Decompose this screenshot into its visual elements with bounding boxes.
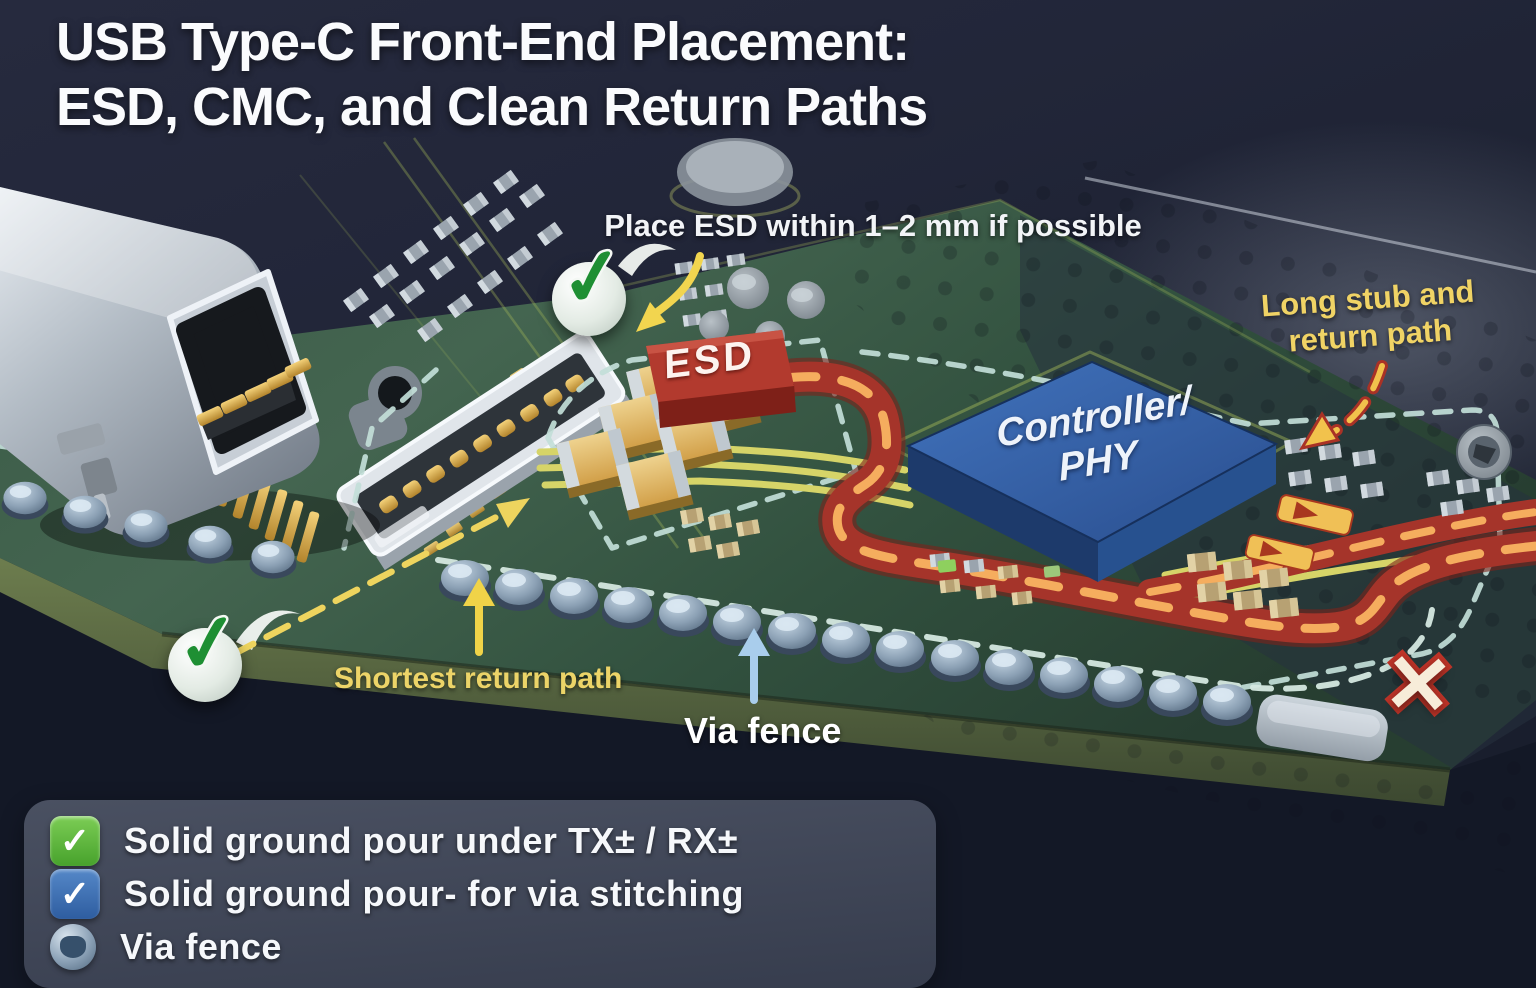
connector-footprint — [336, 332, 635, 571]
test-point — [1456, 424, 1512, 480]
edge-pad — [1256, 694, 1388, 762]
shortest-return-arrow — [463, 578, 495, 656]
blue-check-icon: ✓ — [50, 868, 100, 919]
via-fence-arrow — [738, 628, 770, 704]
usb-c-connector — [0, 187, 380, 564]
smd-clusters-right — [679, 437, 1510, 619]
return-path-ok-checkmark: ✓ — [168, 592, 250, 702]
swoosh-decoration — [236, 243, 676, 650]
controller-phy-chip — [905, 360, 1279, 582]
shortest-return-dashed-line — [228, 498, 530, 659]
legend-panel: ✓ Solid ground pour under TX± / RX± ✓ So… — [24, 800, 936, 988]
via-fence-callout: Via fence — [684, 710, 842, 751]
place-esd-callout: Place ESD within 1–2 mm if possible — [604, 208, 1142, 243]
legend-row-ground-pour-tx-rx: ✓ Solid ground pour under TX± / RX± — [50, 814, 910, 867]
highlighted-return-path — [767, 357, 1536, 648]
legend-row-via-fence: Via fence — [50, 921, 910, 974]
stub-pads — [1244, 494, 1354, 572]
via-fence-outline-dashes — [435, 557, 1435, 692]
title-line-2: ESD, CMC, and Clean Return Paths — [56, 76, 928, 137]
legend-label: Via fence — [120, 926, 282, 968]
cmc-component — [336, 332, 635, 571]
place-esd-arrow — [636, 252, 704, 332]
esd-chip — [646, 330, 796, 428]
title-line-1: USB Type-C Front-End Placement: — [56, 12, 910, 72]
shortest-return-callout: Shortest return path — [334, 662, 623, 695]
long-stub-x-mark: ✕ — [1376, 633, 1461, 739]
legend-label: Solid ground pour under TX± / RX± — [124, 819, 738, 861]
esd-ok-checkmark: ✓ — [552, 226, 634, 336]
green-check-icon: ✓ — [50, 815, 100, 866]
component-cluster-mid — [669, 138, 825, 351]
long-stub-arrow — [1298, 360, 1388, 451]
via-icon — [50, 924, 96, 971]
check-icon: ✓ — [552, 226, 634, 327]
legend-row-via-stitching: ✓ Solid ground pour- for via stitching — [50, 867, 910, 920]
title: USB Type-C Front-End Placement: ESD, CMC… — [56, 10, 928, 140]
legend-label: Solid ground pour- for via stitching — [124, 872, 744, 914]
check-icon: ✓ — [168, 592, 250, 693]
